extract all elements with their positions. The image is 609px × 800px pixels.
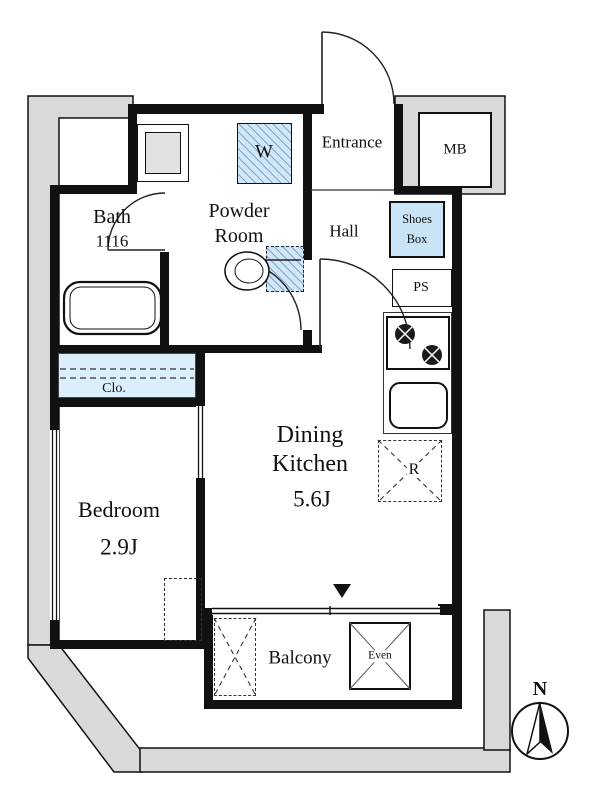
bedroom-door-lines bbox=[197, 406, 204, 478]
bath-label: Bath bbox=[93, 206, 131, 228]
evac-hatch-label: Even bbox=[366, 649, 394, 662]
toilet-bowl bbox=[224, 251, 270, 291]
dining-kitchen-label-2: Kitchen bbox=[272, 451, 348, 477]
wall-segment bbox=[160, 345, 312, 353]
refrigerator-label: R bbox=[406, 461, 422, 478]
wall-segment bbox=[204, 608, 213, 708]
wall-segment bbox=[50, 185, 59, 648]
bathtub bbox=[62, 280, 163, 336]
wall-segment bbox=[196, 352, 205, 406]
wall-segment bbox=[50, 345, 204, 353]
wall-segment bbox=[204, 700, 462, 709]
wall-segment bbox=[303, 104, 312, 260]
hall-label: Hall bbox=[329, 221, 359, 241]
pipe-space-box bbox=[392, 269, 452, 307]
balcony-hatch-dashed bbox=[214, 618, 256, 696]
wall-segment bbox=[394, 186, 462, 194]
balcony-label: Balcony bbox=[268, 647, 332, 669]
wall-segment bbox=[50, 185, 137, 194]
bath-door-swing bbox=[107, 192, 166, 251]
wall-segment bbox=[128, 104, 137, 193]
bedroom-storage-dashed bbox=[164, 578, 202, 641]
compass-north-label: N bbox=[532, 678, 548, 700]
entrance-door-swing bbox=[321, 31, 395, 105]
powder-room-label-2: Room bbox=[214, 225, 264, 247]
stove-burner-marks bbox=[424, 347, 440, 363]
compass-needle-white bbox=[525, 701, 541, 757]
wall-segment bbox=[196, 478, 205, 648]
kitchen-sink bbox=[389, 382, 448, 429]
wall-segment bbox=[394, 104, 403, 194]
meter-box-label: MB bbox=[443, 141, 467, 158]
meter-box bbox=[418, 112, 492, 188]
wall-segment bbox=[438, 604, 462, 615]
stove-burner-marks bbox=[397, 326, 413, 342]
wall-segment bbox=[303, 330, 312, 353]
gray-band-bottom bbox=[139, 747, 511, 773]
closet-pipe-lines bbox=[60, 368, 194, 379]
washer-label: W bbox=[255, 141, 273, 163]
washing-machine-space bbox=[237, 123, 292, 184]
wall-segment bbox=[128, 104, 324, 114]
bathtub-inner bbox=[69, 286, 156, 330]
balcony-window-lines bbox=[212, 606, 440, 615]
entrance-label: Entrance bbox=[321, 132, 383, 152]
powder-room-label-1: Powder bbox=[208, 200, 270, 222]
pipe-space-label: PS bbox=[413, 280, 429, 295]
shoes-box-label-2: Box bbox=[406, 231, 428, 246]
bedroom-window-gap bbox=[50, 430, 59, 620]
dining-kitchen-size-label: 5.6J bbox=[293, 486, 331, 512]
toilet-bowl-inner bbox=[234, 258, 264, 284]
water-heater-inner bbox=[145, 132, 181, 174]
wall-segment bbox=[50, 640, 205, 649]
balcony-window-gap bbox=[212, 606, 440, 615]
wall-segment bbox=[160, 252, 169, 353]
wall-segment bbox=[50, 398, 204, 407]
bedroom-window-lines bbox=[51, 430, 58, 620]
balcony-hatch-x bbox=[213, 617, 257, 697]
bedroom-label: Bedroom bbox=[78, 497, 160, 522]
wall-segment bbox=[452, 608, 462, 709]
shoes-box-label-1: Shoes bbox=[402, 211, 432, 226]
wall-segment bbox=[452, 186, 462, 615]
shoes-box bbox=[389, 201, 445, 258]
refrigerator-x-marks bbox=[377, 439, 443, 503]
bedroom-door-gap bbox=[196, 406, 205, 478]
entry-direction-triangle bbox=[333, 584, 351, 598]
bedroom-size-label: 2.9J bbox=[100, 534, 138, 560]
bath-size-label: 1116 bbox=[95, 231, 129, 251]
closet-strip bbox=[58, 353, 196, 398]
dining-kitchen-label-1: Dining bbox=[276, 422, 344, 448]
wall-segment bbox=[312, 345, 322, 353]
compass-needle-black bbox=[540, 702, 553, 754]
gray-band-right bbox=[483, 609, 511, 751]
closet-label: Clo. bbox=[102, 381, 126, 396]
